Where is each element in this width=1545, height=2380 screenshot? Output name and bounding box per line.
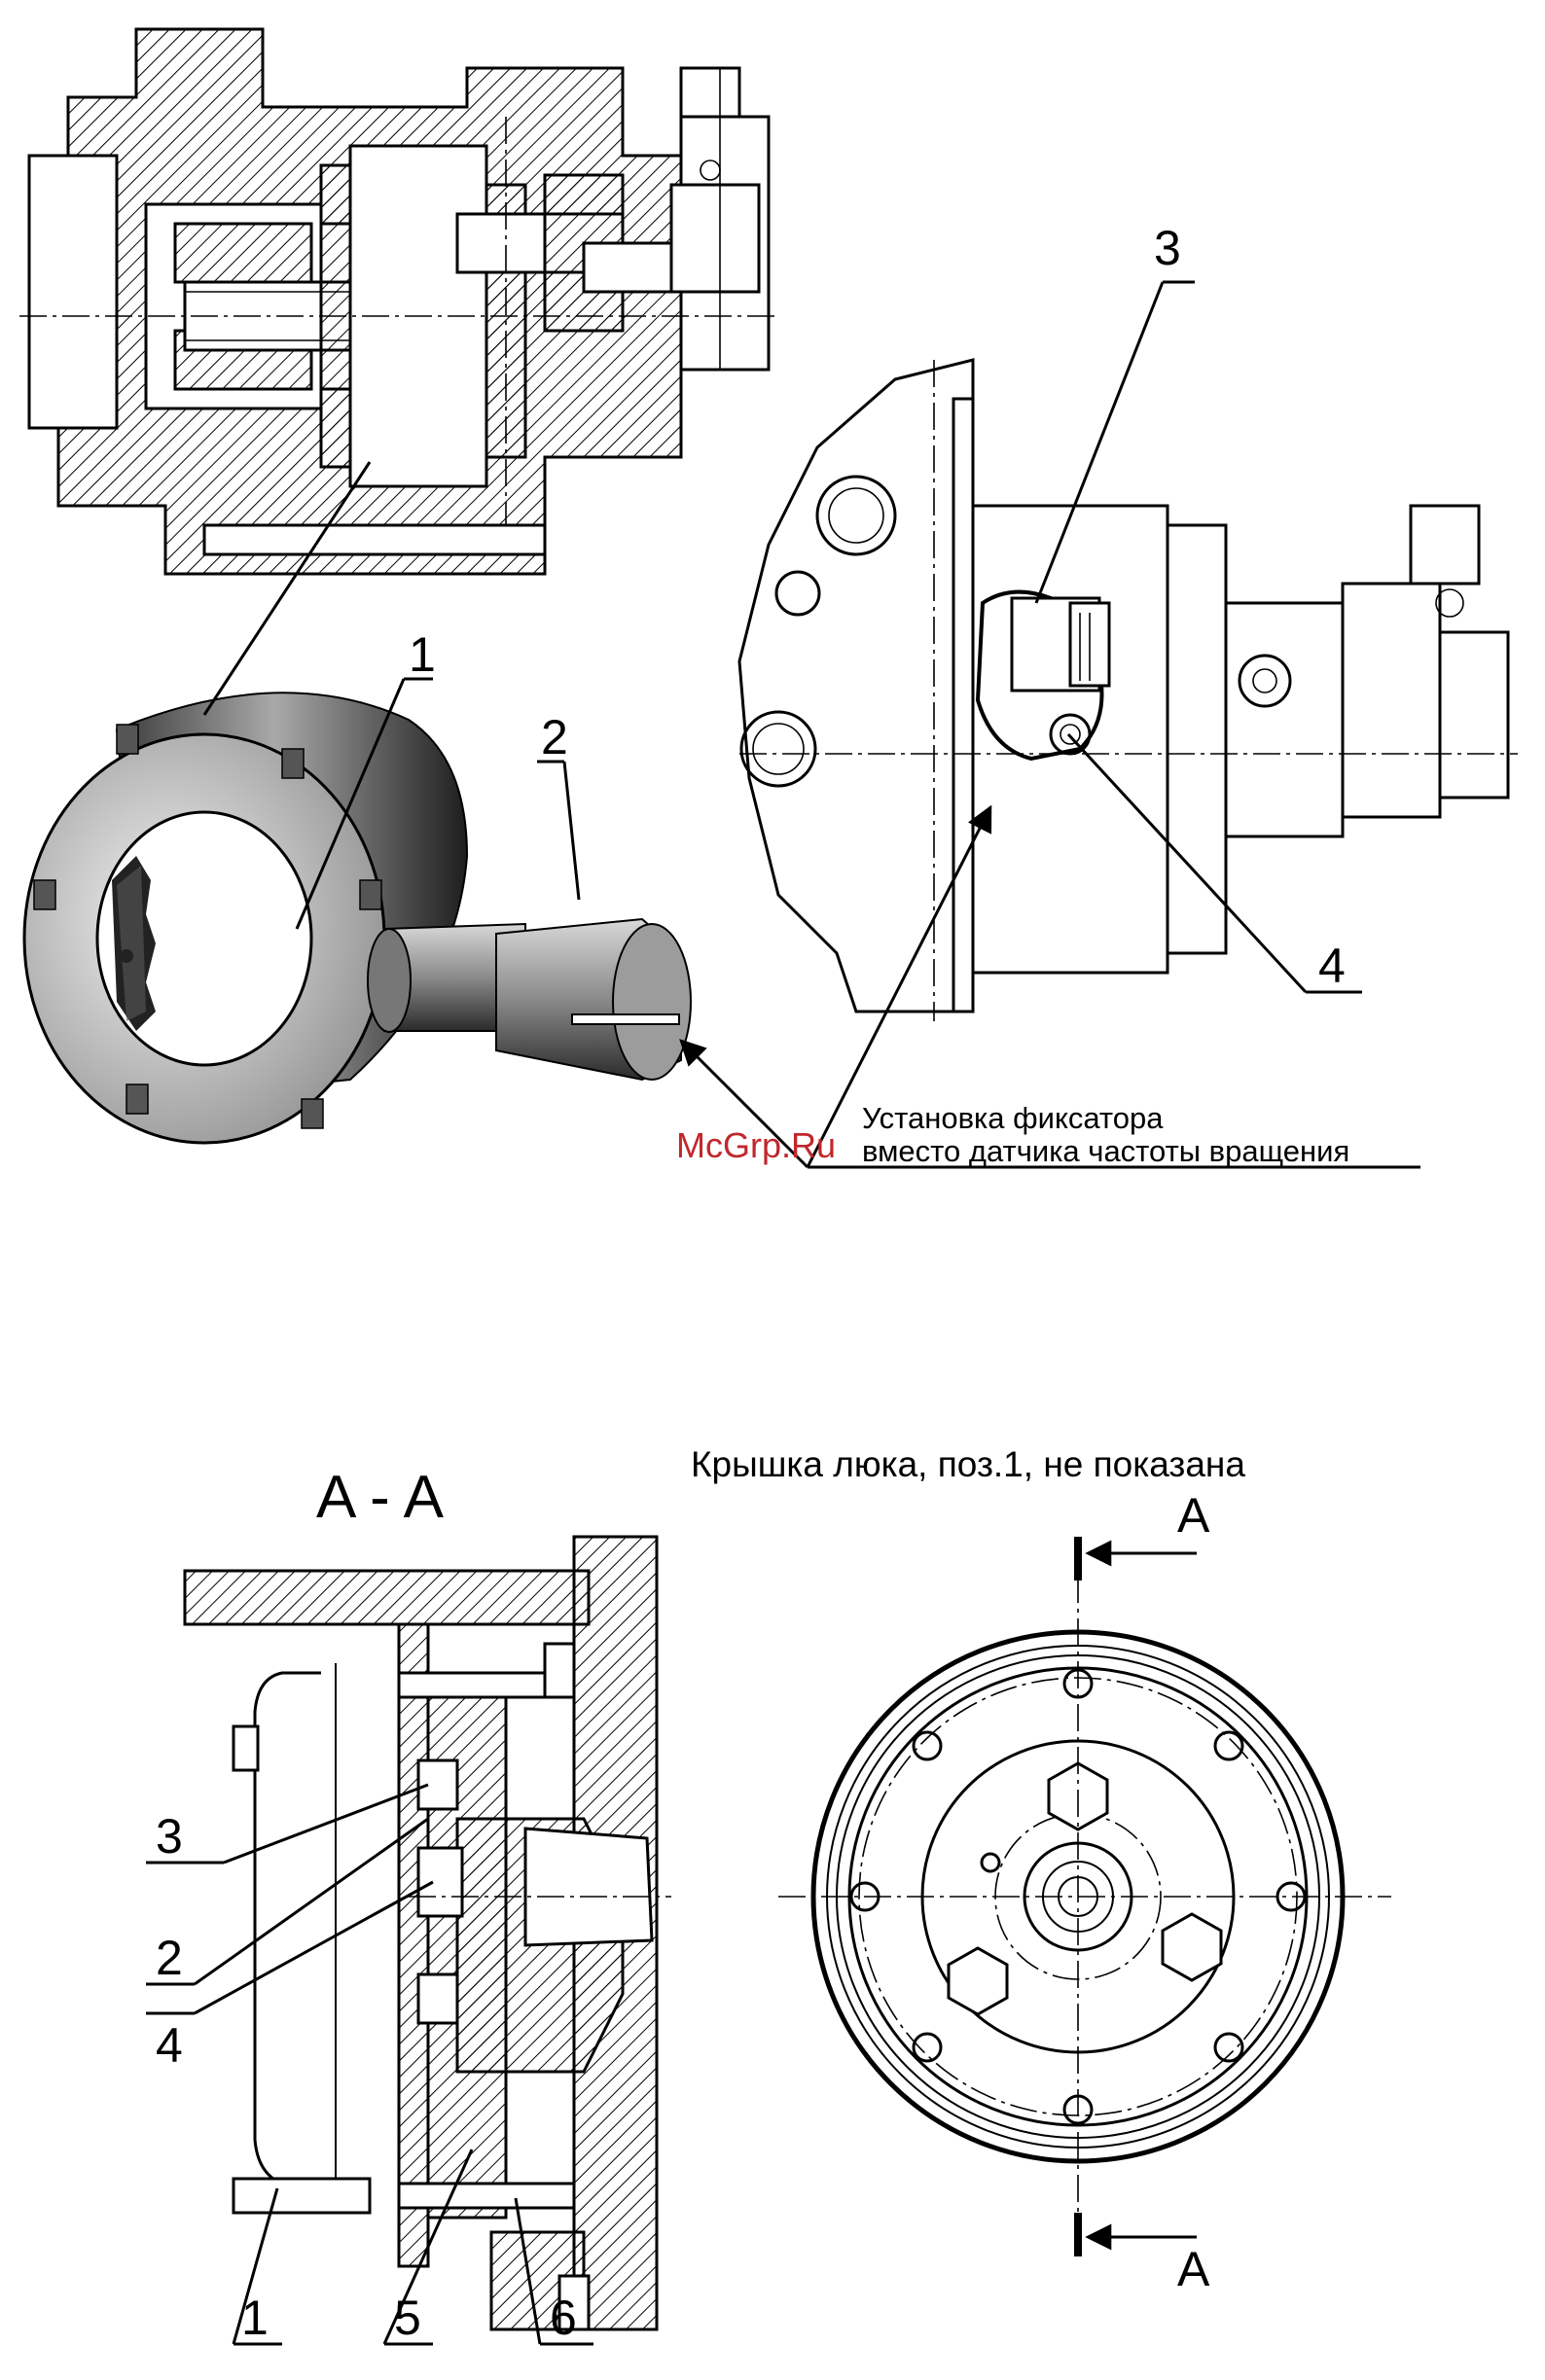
section-mark-bottom: A: [1177, 2242, 1210, 2296]
callout-bottom-4: 4: [156, 2018, 183, 2073]
callout-bottom-3: 3: [156, 1809, 183, 1864]
section-title: A - A: [316, 1464, 445, 1531]
caption-line-1: Установка фиксатора: [862, 1101, 1164, 1135]
callout-top-2: 2: [541, 710, 568, 764]
callout-top-1: 1: [409, 627, 436, 682]
part-2-pin: [368, 919, 691, 1080]
callout-top-4: 4: [1318, 939, 1346, 993]
callout-bottom-2: 2: [156, 1931, 183, 1985]
part-1-ring: [24, 693, 467, 1143]
callout-bottom-5: 5: [394, 2291, 421, 2345]
section-mark-top: A: [1177, 1488, 1210, 1543]
front-view: [778, 1537, 1391, 2256]
hatch-cover-note: Крышка люка, поз.1, не показана: [691, 1444, 1245, 1484]
top-section-view: [19, 29, 778, 574]
caption-line-2: вместо датчика частоты вращения: [862, 1134, 1349, 1168]
section-aa-view: [185, 1537, 671, 2329]
callout-bottom-1: 1: [241, 2291, 269, 2345]
watermark: McGrp.Ru: [676, 1125, 836, 1165]
top-right-view: [739, 360, 1518, 1021]
callout-bottom-6: 6: [550, 2291, 577, 2345]
callout-top-3: 3: [1154, 221, 1181, 275]
